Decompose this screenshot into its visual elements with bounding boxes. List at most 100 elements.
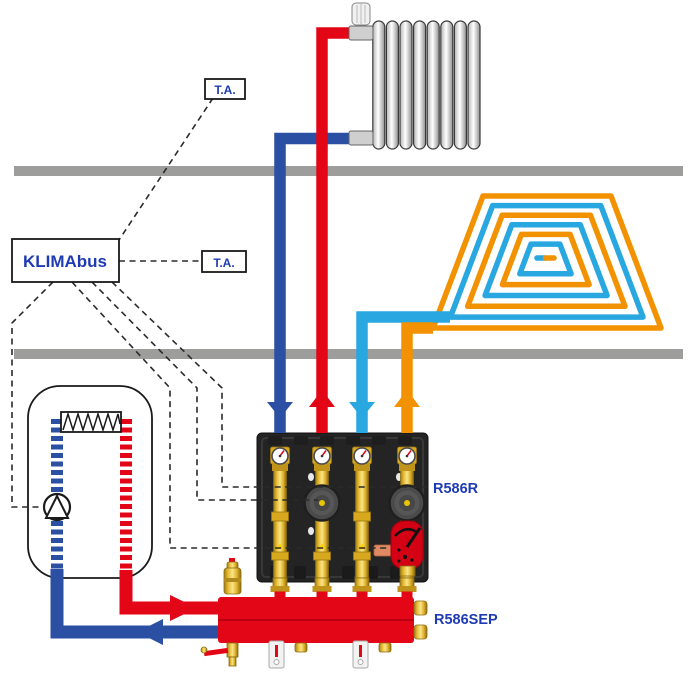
separator-end-cap-bottom: [413, 624, 428, 640]
mixing-unit-label: R586R: [433, 481, 479, 497]
primary-supply-arrow: [170, 595, 197, 621]
valve-mark: [402, 554, 408, 560]
screw-icon: [308, 527, 314, 535]
drain-valve-handle: [203, 647, 229, 657]
radiator-section: [453, 20, 467, 150]
mixing-valve: [373, 520, 424, 577]
pipe-union: [271, 511, 289, 522]
drain-valve-body: [226, 642, 239, 658]
radiator-return-flow-arrow: [267, 402, 293, 418]
radiator-supply-flow-arrow: [309, 390, 335, 407]
coil-return-ring: [517, 241, 574, 277]
valve-mark: [397, 548, 401, 552]
radiator-section: [399, 20, 413, 150]
box-notch: [366, 566, 378, 579]
valve-nut: [399, 464, 415, 471]
heat-exchanger-coil-icon: [62, 411, 121, 433]
lower-floor-slab: [14, 349, 683, 359]
bottom-plug-left: [294, 642, 308, 653]
riser-nut: [352, 586, 372, 592]
pump-knob: [319, 500, 325, 506]
box-notch: [294, 566, 306, 579]
riser-red-stub: [274, 591, 286, 598]
valve-base: [399, 565, 416, 577]
air-vent-band: [224, 578, 241, 582]
radiator-valve-body-bottom: [348, 130, 374, 146]
coil-supply-ring: [499, 231, 592, 288]
thermometer-pin: [405, 454, 409, 458]
thermometer-pin: [278, 454, 282, 458]
klimabus-label: KLIMAbus: [23, 252, 107, 271]
valve-nut: [354, 464, 370, 471]
riser-red-stub: [401, 591, 413, 598]
radiator-section: [440, 20, 454, 150]
box-notch: [390, 566, 402, 579]
floor-supply-pipe: [401, 322, 433, 433]
box-notch: [398, 436, 412, 445]
bus-line-manifold: [111, 281, 431, 488]
separator-bracket-right: [352, 640, 369, 669]
box-notch: [372, 436, 386, 445]
control-bus-lines: [11, 97, 431, 549]
separator-label: R586SEP: [434, 612, 498, 628]
storage-tank: [27, 385, 153, 579]
air-vent-cap: [229, 558, 235, 564]
primary-pipes: [50, 569, 218, 645]
riser-nut: [312, 586, 332, 592]
separator-end-cap-top: [413, 600, 428, 616]
screw-icon: [308, 473, 314, 481]
manifold-columns: [270, 446, 426, 598]
bracket-hole: [273, 659, 280, 665]
separator-bracket-left: [268, 640, 285, 669]
bracket-hole: [357, 659, 364, 665]
bottom-plug-right: [378, 642, 392, 653]
radiator-valve-body-top: [348, 25, 374, 41]
valve-nut: [272, 464, 288, 471]
riser-nut: [270, 586, 290, 592]
coil-return-ring: [447, 202, 646, 320]
circuit-pipes: [267, 27, 450, 433]
valve-mark: [397, 559, 401, 563]
ta-lower-label: T.A.: [213, 256, 234, 270]
bus-line-pump1: [91, 281, 318, 501]
hydraulic-separator: [200, 558, 428, 669]
pump-knob: [404, 500, 410, 506]
pipe-flange: [353, 551, 371, 561]
radiator-supply-pipe: [316, 27, 355, 433]
radiator-section: [385, 20, 399, 150]
radiator-return-pipe: [274, 132, 353, 433]
radiator-section: [413, 20, 427, 150]
bus-line-mixing-valve: [71, 281, 389, 549]
radiator-section: [426, 20, 440, 150]
bus-line-ta-upper: [118, 97, 214, 241]
floor-supply-flow-arrow: [394, 390, 420, 407]
klimabus-box: [11, 238, 120, 283]
ta-upper-box: [204, 78, 246, 100]
underfloor-coil: [430, 193, 664, 331]
box-notch: [268, 436, 282, 445]
valve-mark: [410, 558, 414, 562]
ta-upper-label: T.A.: [214, 83, 235, 97]
upper-floor-slab: [14, 166, 683, 176]
bus-line-tank-pump: [11, 281, 54, 508]
floor-return-flow-arrow: [349, 402, 375, 418]
radiator-sections: [372, 20, 481, 150]
riser-red-stub: [316, 591, 328, 598]
riser-red-stub: [356, 591, 368, 598]
drain-valve-stem: [228, 656, 237, 667]
valve-nut: [314, 464, 330, 471]
coil-supply-ring: [430, 193, 664, 331]
coil-supply-ring: [464, 212, 628, 310]
primary-return-arrow: [137, 619, 163, 645]
radiator: [348, 2, 481, 150]
thermometer-pin: [320, 454, 324, 458]
drain-handle-end: [200, 646, 208, 654]
riser-nut: [397, 586, 417, 592]
coil-return-ring: [482, 222, 610, 299]
valve-pointer: [405, 527, 422, 548]
floor-return-pipe: [356, 311, 450, 433]
thermometer-pin: [360, 454, 364, 458]
radiator-section: [467, 20, 481, 150]
